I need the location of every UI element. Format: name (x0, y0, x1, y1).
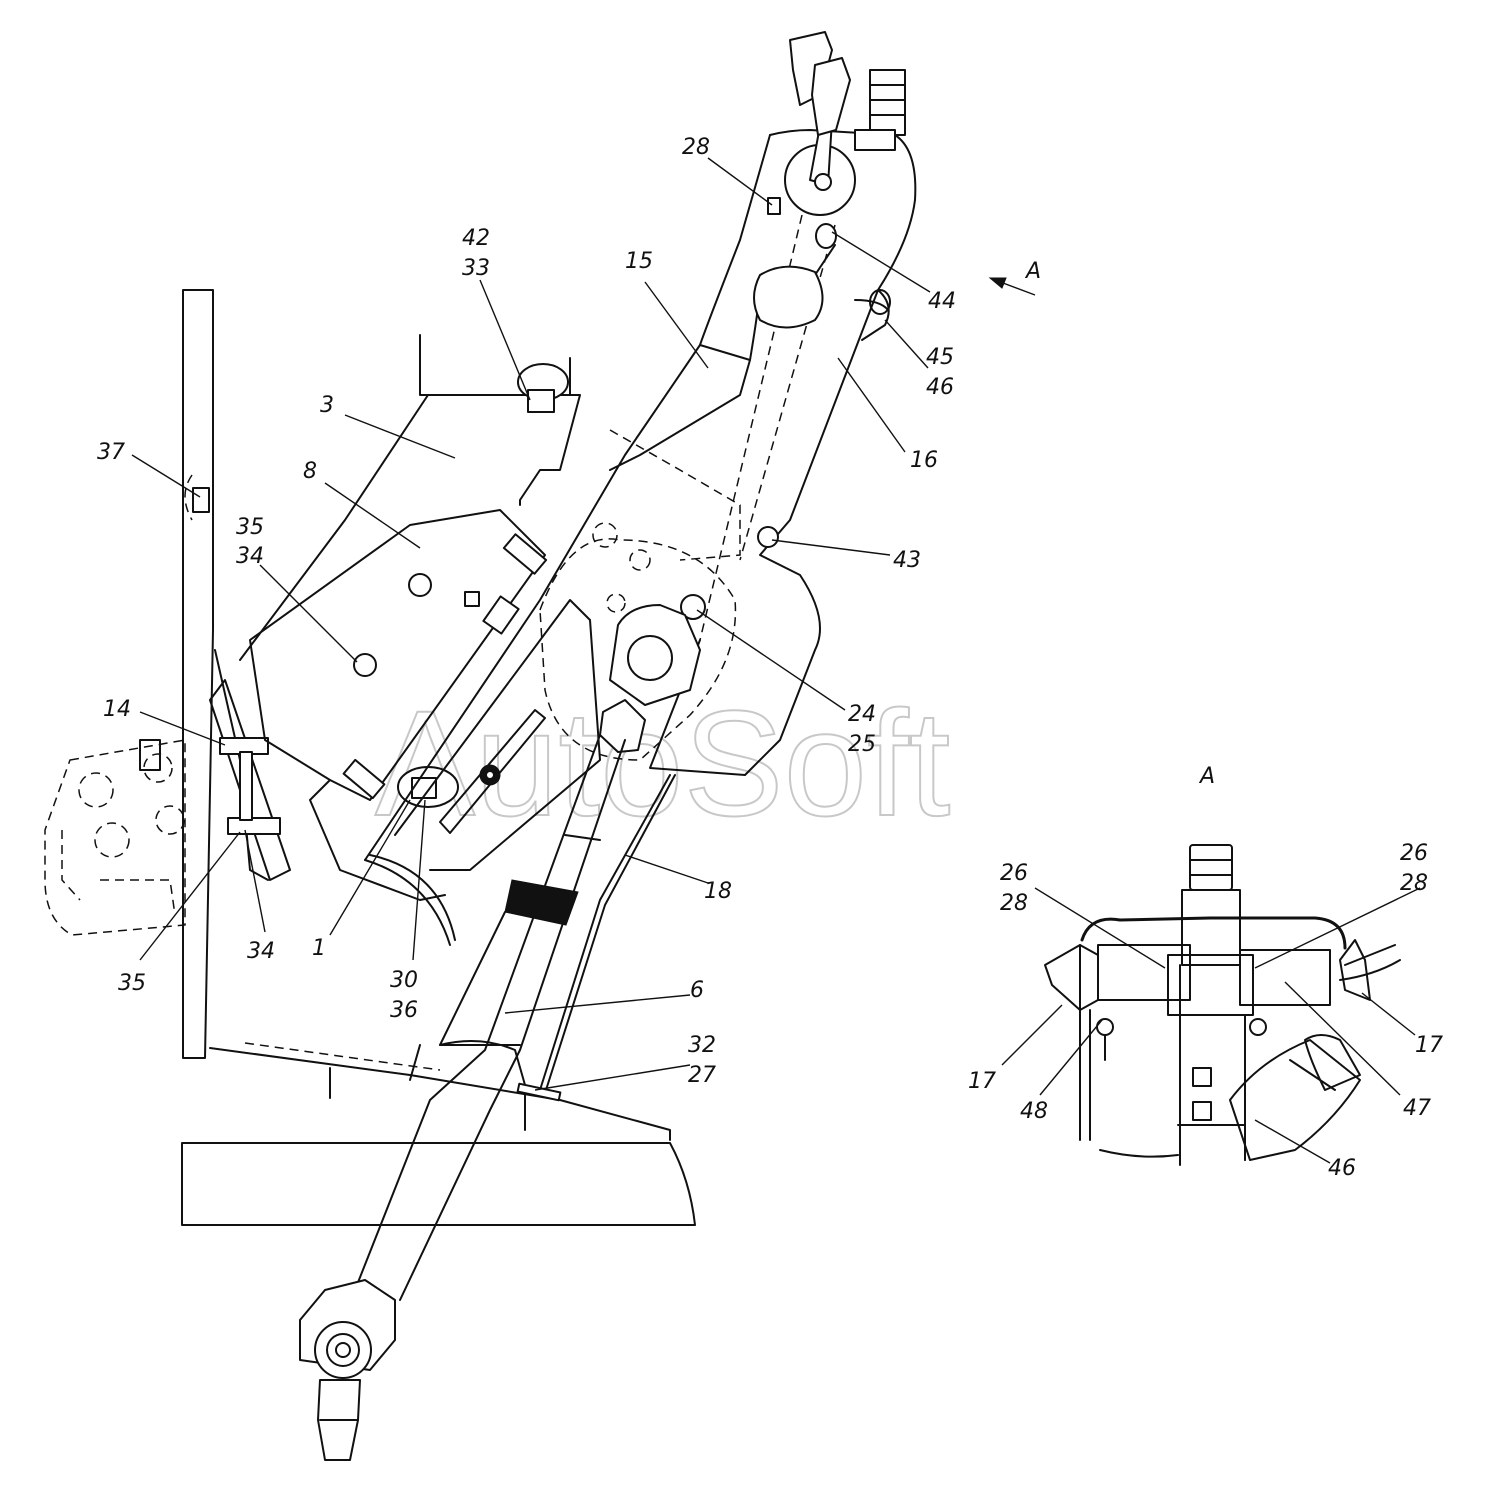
label-46-view: 46 (1328, 1156, 1356, 1181)
label-17-left: 17 (968, 1069, 996, 1094)
label-17-right: 17 (1415, 1033, 1443, 1058)
label-26-left: 26 (1000, 861, 1028, 886)
label-34-upper: 34 (236, 544, 264, 569)
label-48: 48 (1020, 1099, 1048, 1124)
leader-lines (131, 157, 1421, 1164)
label-33: 33 (462, 256, 490, 281)
universal-joint-lower (299, 1279, 396, 1461)
valve-bracket (209, 649, 291, 881)
bolt-group (342, 533, 548, 808)
callout-labels: 28 42 33 15 44 45 46 16 3 37 8 35 34 43 … (97, 135, 1443, 1181)
switch-levers (789, 31, 906, 151)
view-a-title: A (1198, 764, 1215, 789)
label-44: 44 (928, 289, 956, 314)
label-15: 15 (625, 249, 653, 274)
label-1: 1 (312, 936, 326, 961)
label-25: 25 (848, 732, 876, 757)
label-26-right: 26 (1400, 841, 1428, 866)
label-8: 8 (303, 459, 317, 484)
label-47: 47 (1403, 1096, 1431, 1121)
column-housing-16 (364, 129, 917, 861)
label-3: 3 (320, 393, 334, 418)
label-46: 46 (926, 375, 954, 400)
label-37: 37 (97, 440, 125, 465)
floor-panel (181, 1042, 696, 1226)
clip-37 (192, 487, 210, 513)
cab-wall-panel (182, 289, 214, 1059)
label-35-upper: 35 (236, 515, 264, 540)
view-a-detail: A (1044, 764, 1401, 1166)
label-18: 18 (704, 879, 732, 904)
universal-joint-upper (539, 522, 737, 761)
label-28: 28 (682, 135, 710, 160)
label-30: 30 (390, 968, 418, 993)
view-a-arrow: A (988, 259, 1041, 296)
label-16: 16 (910, 448, 938, 473)
label-32: 32 (688, 1033, 716, 1058)
brake-valve (44, 739, 186, 936)
lever-pivot (784, 114, 856, 216)
label-34-lower: 34 (247, 939, 275, 964)
bracket-3 (239, 334, 581, 661)
label-28-right: 28 (1400, 871, 1428, 896)
label-35-lower: 35 (118, 971, 146, 996)
watermark: AutoSoft (375, 679, 950, 847)
window-opening (753, 265, 824, 329)
label-6: 6 (690, 978, 704, 1003)
label-36: 36 (390, 998, 418, 1023)
steering-shaft (354, 734, 676, 1301)
label-28-left: 28 (1000, 891, 1028, 916)
fasteners-upper (757, 197, 891, 548)
label-14: 14 (103, 697, 131, 722)
label-43: 43 (893, 548, 921, 573)
label-24: 24 (848, 702, 876, 727)
label-45: 45 (926, 345, 954, 370)
adjust-plate (394, 599, 601, 871)
label-27: 27 (688, 1063, 716, 1088)
view-a-marker: A (1024, 259, 1041, 284)
label-42: 42 (462, 226, 490, 251)
